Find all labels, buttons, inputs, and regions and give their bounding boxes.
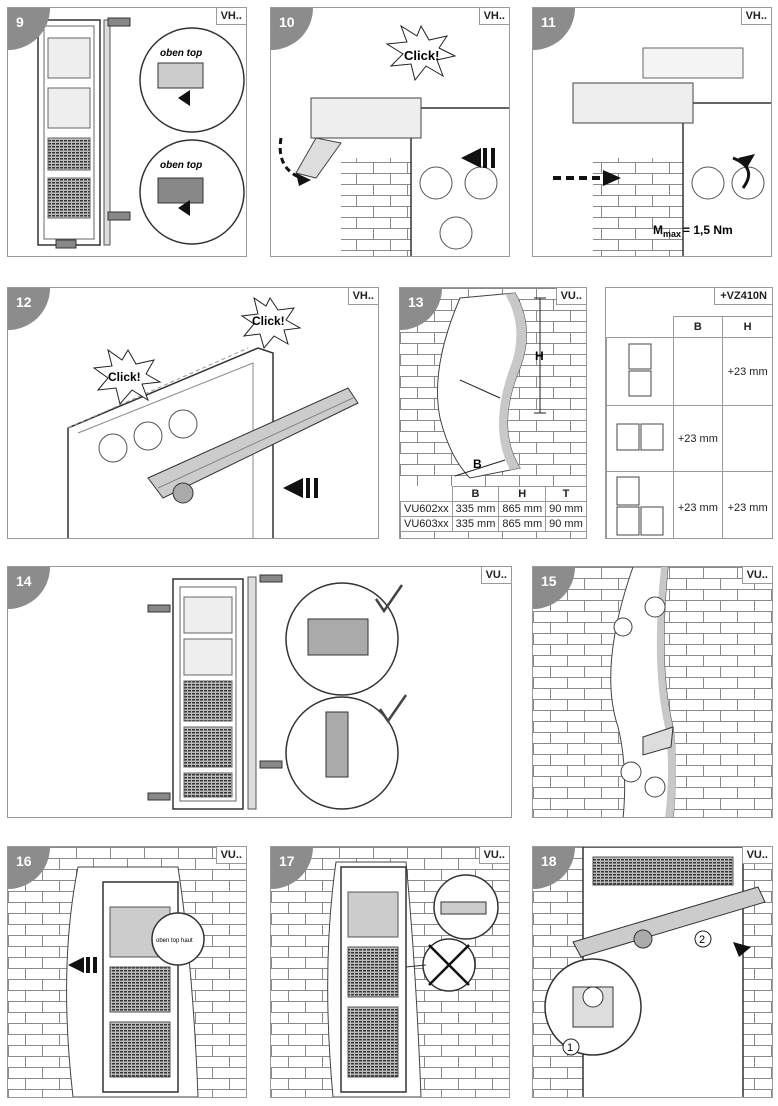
- table-cell: 335 mm: [451, 501, 500, 517]
- step-13-model-tag: VU..: [555, 288, 586, 305]
- vz410n-diagram-vertical: [606, 337, 674, 406]
- step-9-number: 9: [8, 8, 50, 50]
- step-16-panel: oben top haut 16 VU..: [7, 846, 247, 1098]
- step-10-click-callout: Click!: [404, 48, 439, 63]
- step-13-dim-h: H: [535, 349, 544, 363]
- table-cell: VU602xx: [400, 501, 453, 517]
- step-10-illustration: Click!: [278, 24, 509, 256]
- step-16-illustration: oben top haut: [8, 847, 246, 1097]
- dimension-table-header-cell: T: [545, 486, 586, 502]
- dimension-table-header-cell: B: [451, 486, 500, 502]
- step-18-illustration: 1 2: [533, 847, 772, 1097]
- table-cell: 865 mm: [498, 501, 547, 517]
- step-16-label: oben top haut: [156, 938, 193, 944]
- table-cell: [722, 405, 772, 472]
- vz410n-title: +VZ410N: [714, 288, 772, 305]
- step-18-marker-2: 2: [699, 934, 705, 946]
- step-14-illustration: [147, 574, 408, 810]
- step-11-panel: 11 VH.. Mmax= 1,5 Nm: [532, 7, 772, 257]
- step-12-panel: 12 VH.. Click! Click!: [7, 287, 379, 539]
- step-10-model-tag: VH..: [478, 8, 509, 25]
- vz410n-header-b: B: [672, 316, 724, 338]
- dimension-table-header-cell: H: [498, 486, 547, 502]
- step-18-marker-1: 1: [567, 1042, 573, 1054]
- step-17-model-tag: VU..: [478, 847, 509, 864]
- table-row: +23 mm: [606, 337, 772, 406]
- table-row: +23 mm +23 mm: [606, 471, 772, 538]
- step-12-model-tag: VH..: [347, 288, 378, 305]
- step-11-torque-label: Mmax= 1,5 Nm: [653, 223, 733, 239]
- table-cell: VU603xx: [400, 516, 453, 532]
- dimension-table: B H T VU602xx 335 mm 865 mm 90 mm VU603x…: [400, 486, 586, 532]
- step-13-dim-b: B: [473, 457, 482, 471]
- step-11-illustration: Mmax= 1,5 Nm: [553, 47, 771, 256]
- table-cell: +23 mm: [672, 405, 724, 472]
- step-9-oben-text-2: oben top: [160, 160, 202, 171]
- vz410n-header-h: H: [722, 316, 772, 338]
- step-17-panel: 17 VU..: [270, 846, 510, 1098]
- table-cell: +23 mm: [722, 471, 772, 538]
- step-11-model-tag: VH..: [740, 8, 771, 25]
- table-cell: 335 mm: [451, 516, 500, 532]
- step-9-oben-text-1: oben top: [160, 48, 202, 59]
- step-9-panel: 9 VH.. oben top oben top: [7, 7, 247, 257]
- vz410n-header: B H: [607, 316, 772, 338]
- step-12-click-callout-1: Click!: [108, 370, 141, 384]
- dimension-table-header: B H T: [400, 486, 586, 502]
- table-cell: +23 mm: [672, 471, 724, 538]
- step-18-model-tag: VU..: [741, 847, 772, 864]
- table-row: +23 mm: [606, 405, 772, 472]
- step-18-panel: 1 2 18 VU..: [532, 846, 773, 1098]
- table-row: VU602xx 335 mm 865 mm 90 mm: [400, 501, 586, 517]
- step-17-illustration: [271, 847, 509, 1097]
- vz410n-diagram-grid: [606, 471, 674, 538]
- step-15-model-tag: VU..: [741, 567, 772, 584]
- step-9-model-tag: VH..: [215, 8, 246, 25]
- table-cell: 865 mm: [498, 516, 547, 532]
- table-cell: 90 mm: [545, 501, 586, 517]
- step-9-illustration: oben top oben top: [37, 17, 245, 249]
- table-cell: [672, 337, 724, 406]
- step-16-model-tag: VU..: [215, 847, 246, 864]
- dimension-table-header-cell: [400, 486, 453, 502]
- table-row: VU603xx 335 mm 865 mm 90 mm: [400, 516, 586, 532]
- step-14-model-tag: VU..: [480, 567, 511, 584]
- step-12-illustration: Click! Click!: [67, 296, 359, 538]
- table-cell: 90 mm: [545, 516, 586, 532]
- step-14-panel: 14 VU..: [7, 566, 512, 818]
- step-15-panel: 15 VU..: [532, 566, 773, 818]
- table-cell: +23 mm: [722, 337, 772, 406]
- vz410n-diagram-horizontal: [606, 405, 674, 472]
- step-14-number: 14: [8, 567, 50, 609]
- step-15-illustration: [533, 567, 772, 817]
- vz410n-panel: +VZ410N B H +23 mm +23 mm +23 mm +23: [605, 287, 773, 539]
- step-10-panel: 10 VH.. Click!: [270, 7, 510, 257]
- vz410n-table: B H +23 mm +23 mm +23 mm +23 mm: [606, 316, 772, 538]
- step-13-panel: H B 13 VU.. B H T VU602xx 335 mm 865 mm …: [399, 287, 587, 539]
- step-12-click-callout-2: Click!: [252, 314, 285, 328]
